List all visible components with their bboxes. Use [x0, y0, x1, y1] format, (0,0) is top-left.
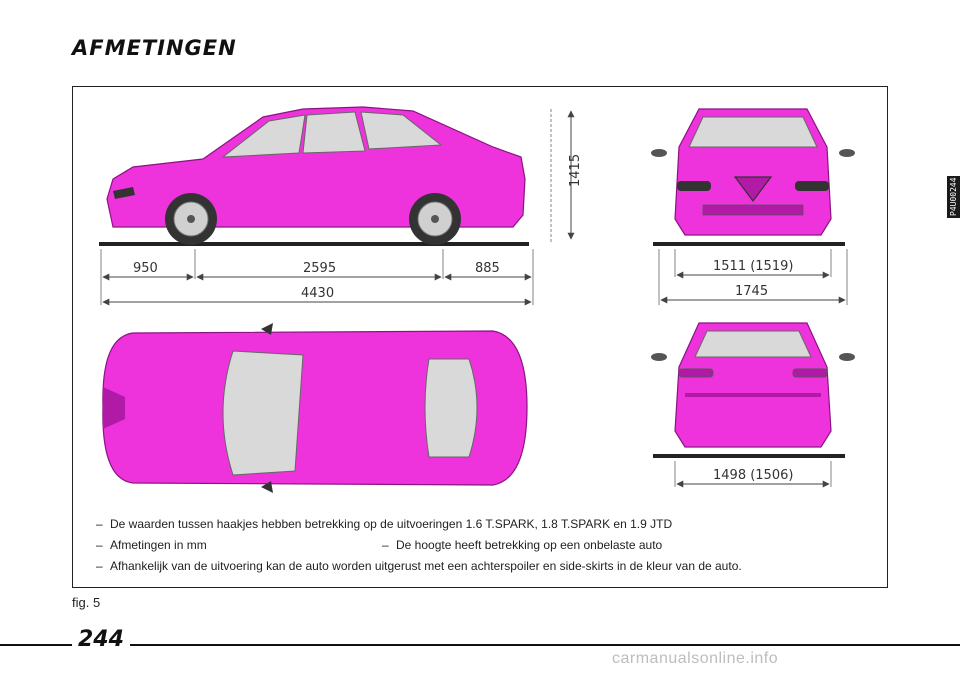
front-overhang-value: 950	[133, 261, 158, 276]
length-value: 4430	[301, 286, 334, 301]
rear-view-car	[651, 322, 855, 458]
note-text: Afhankelijk van de uitvoering kan de aut…	[110, 559, 742, 573]
note-spoiler: –Afhankelijk van de uitvoering kan de au…	[96, 559, 742, 573]
figure-frame: 1415 950 2595 885 4430	[72, 86, 960, 588]
note-brackets: –De waarden tussen haakjes hebben betrek…	[96, 517, 673, 531]
figure-code-text: P4U00244	[949, 177, 958, 216]
wheelbase-value: 2595	[303, 261, 336, 276]
rear-track-dimension: 1498 (1506)	[674, 461, 832, 488]
front-track-value: 1511 (1519)	[713, 259, 793, 274]
rear-track-value: 1498 (1506)	[713, 468, 793, 483]
footer-rule	[0, 644, 960, 646]
length-dimensions: 950 2595 885 4430	[100, 249, 534, 306]
height-value: 1415	[568, 154, 583, 187]
page-number: 244	[72, 627, 130, 652]
page-title: AFMETINGEN	[72, 36, 237, 60]
watermark: carmanualsonline.info	[612, 650, 779, 667]
note-units: –Afmetingen in mm	[96, 538, 207, 552]
width-value: 1745	[735, 284, 768, 299]
note-text: De waarden tussen haakjes hebben betrekk…	[110, 517, 673, 531]
front-track-dimension: 1511 (1519) 1745	[658, 249, 848, 305]
front-view-car	[651, 108, 855, 246]
side-view-car	[99, 106, 529, 246]
figure-label: fig. 5	[72, 595, 101, 610]
figure-code: P4U00244	[947, 176, 960, 218]
top-view-car	[102, 323, 528, 493]
dimension-diagram: 1415 950 2595 885 4430	[99, 106, 855, 493]
height-dimension: 1415	[550, 109, 583, 244]
rear-overhang-value: 885	[475, 261, 500, 276]
note-text: Afmetingen in mm	[110, 538, 207, 552]
note-height: –De hoogte heeft betrekking op een onbel…	[382, 538, 663, 552]
note-text: De hoogte heeft betrekking op een onbela…	[396, 538, 663, 552]
